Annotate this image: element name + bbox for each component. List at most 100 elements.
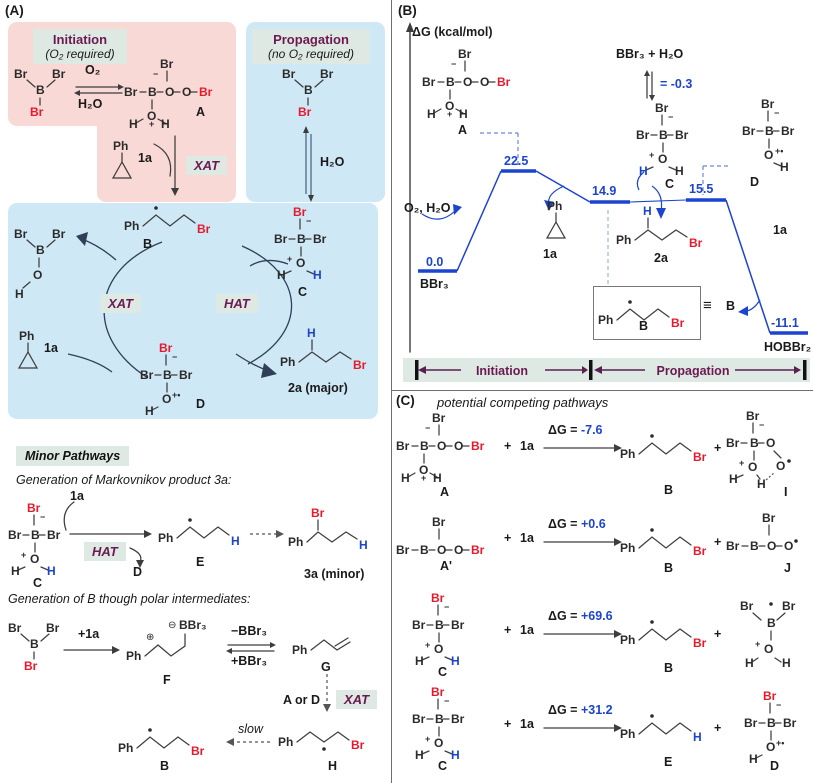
bbr3-h2o-label: BBr₃ + H₂O	[616, 47, 684, 61]
level-3: 15.5	[689, 182, 714, 196]
cyclopropane-1a-cycle	[18, 328, 38, 369]
label-D-cycle: D	[196, 397, 206, 411]
label-1a-cycle: 1a	[44, 341, 58, 355]
propagation-header: Propagation (no O₂ required)	[252, 29, 370, 64]
label-3a: 3a (minor)	[304, 567, 365, 581]
row2-arrow	[543, 538, 622, 546]
equilibrium-propagation	[303, 126, 314, 202]
row1-1a: 1a	[520, 439, 534, 453]
row3-product1-label: B	[664, 661, 674, 675]
row2-plus: +	[504, 531, 512, 545]
row1-struct-I	[725, 408, 792, 492]
struct-E-minor	[157, 517, 241, 549]
bbr3-initiation	[13, 66, 67, 120]
panel-a-tag: (A)	[5, 3, 24, 18]
struct-A-init	[123, 56, 214, 132]
level-1: 22.5	[504, 154, 529, 168]
label-G: G	[321, 660, 331, 674]
row1-struct-B	[619, 433, 708, 465]
polar-heading: Generation of B though polar intermediat…	[8, 592, 251, 606]
bbr3-polar	[7, 620, 61, 674]
struct-B-polar	[117, 727, 206, 759]
cyclopropane-1a-init	[112, 138, 132, 179]
panel-c-tag: (C)	[396, 393, 415, 408]
species-4: HOBBr₂	[764, 340, 812, 354]
row2-struct-A-prime	[395, 514, 486, 558]
curved-arrow-to-D-minor	[129, 547, 144, 568]
label-D-energy: D	[750, 175, 760, 189]
row2-dg-label: ΔG =	[548, 517, 578, 531]
struct-C-energy	[635, 100, 690, 179]
row4-plus: +	[504, 717, 512, 731]
row2-reactant-label: A'	[440, 559, 452, 573]
row4-plus2: +	[714, 721, 722, 735]
equilibrium-energy	[644, 70, 655, 101]
plus-bbr3-label: +BBr₃	[231, 654, 267, 668]
label-B-polar: B	[160, 759, 170, 773]
row4-struct-E	[619, 713, 703, 745]
row3-plus: +	[504, 623, 512, 637]
struct-G	[291, 637, 351, 658]
level-0: 0.0	[426, 255, 444, 269]
label-H: H	[328, 759, 338, 773]
row2-struct-B	[619, 527, 708, 559]
row4-reactant-label: C	[438, 759, 448, 773]
row1-dg-value: -7.6	[580, 423, 603, 437]
xat-label-init: XAT	[186, 156, 228, 175]
eq-value-label: = -0.3	[660, 77, 693, 91]
row3-dg-value: +69.6	[580, 609, 613, 623]
row3-1a: 1a	[520, 623, 534, 637]
catalytic-cycle-arrows	[67, 232, 293, 379]
row2-1a: 1a	[520, 531, 534, 545]
h2o-label-propagation: H₂O	[320, 155, 345, 169]
label-F: F	[163, 673, 171, 687]
struct-3a	[287, 505, 369, 553]
row1-reactant-label: A	[440, 485, 450, 499]
row4-arrow	[543, 724, 622, 732]
xat-label-polar: XAT	[336, 690, 378, 709]
row4-dg-value: +31.2	[580, 703, 613, 717]
row3-struct-K	[739, 598, 797, 671]
level-2: 14.9	[592, 184, 617, 198]
struct-D-energy	[741, 96, 796, 175]
propagation-title: Propagation	[273, 32, 349, 47]
phase-strip-arrows: Initiation Propagation	[415, 360, 807, 380]
panel-c-title: potential competing pathways	[437, 395, 609, 410]
label-B-boxed: B	[639, 319, 649, 333]
label-C-minor: C	[33, 576, 43, 590]
row3-struct-C	[411, 590, 466, 669]
vertical-divider	[391, 0, 393, 783]
struct-hobbr2-cycle	[13, 226, 67, 302]
species-0: BBr₃	[420, 277, 449, 291]
row1-dg-label: ΔG =	[548, 423, 578, 437]
row2-product1-label: B	[664, 561, 674, 575]
equilibrium-polar	[225, 641, 277, 655]
row1-dg: ΔG = -7.6	[548, 423, 603, 438]
o2-label: O₂	[85, 63, 101, 77]
level-4: -11.1	[771, 316, 799, 330]
horizontal-divider	[391, 390, 813, 392]
row2-plus2: +	[714, 535, 722, 549]
minus-bbr3-label: −BBr₃	[231, 624, 267, 638]
propagation-subtitle: (no O₂ required)	[268, 47, 354, 61]
label-1a-minor: 1a	[70, 489, 84, 503]
row3-struct-B	[619, 619, 708, 651]
row2-product2-label: J	[784, 561, 791, 575]
struct-2a-cycle	[279, 325, 368, 373]
label-C-energy: C	[665, 177, 675, 191]
row3-dg-label: ΔG =	[548, 609, 578, 623]
row1-struct-A	[395, 410, 486, 486]
label-D-minor: D	[133, 565, 143, 579]
initiation-subtitle: (O₂ required)	[45, 47, 115, 61]
row4-dg: ΔG = +31.2	[548, 703, 613, 718]
label-1a-right-energy: 1a	[773, 223, 787, 237]
row4-struct-C	[411, 684, 466, 763]
label-2a-energy: 2a	[654, 251, 668, 265]
label-1a-init: 1a	[138, 151, 152, 165]
hat-arrow-minor	[69, 530, 152, 538]
panel-b-tag: (B)	[398, 3, 417, 18]
dashed-down-arrow-xat	[323, 674, 331, 712]
struct-H	[277, 731, 366, 753]
a-or-d-label: A or D	[283, 693, 321, 707]
